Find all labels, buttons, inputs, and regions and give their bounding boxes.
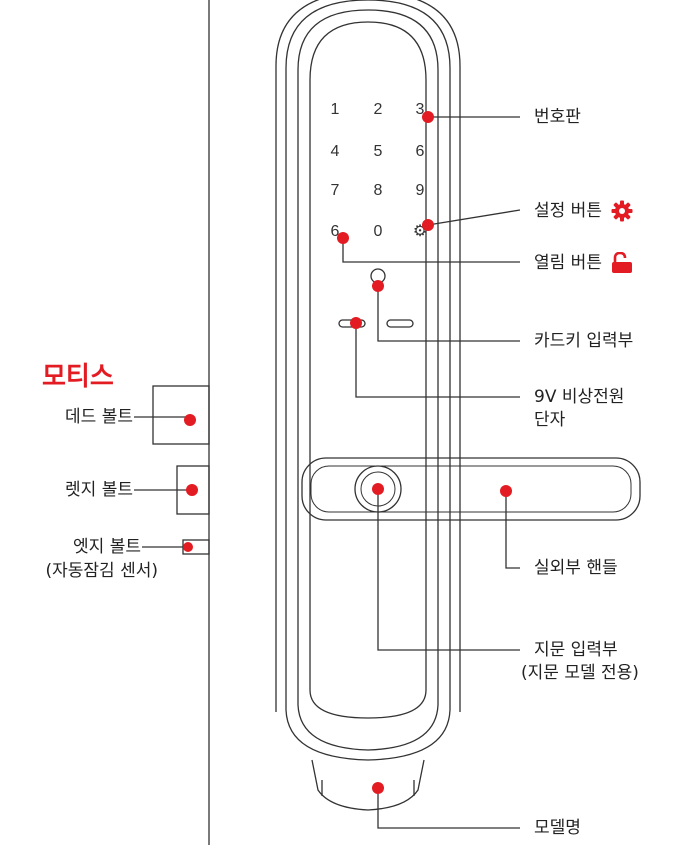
keypad-key[interactable]: 8	[374, 182, 383, 199]
label-battery-terminal-line2: 단자	[534, 410, 566, 430]
label-fingerprint-line2: (지문 모델 전용)	[521, 663, 639, 683]
label-model-name: 모델명	[534, 818, 581, 838]
label-open-button: 열림 버튼	[534, 252, 633, 274]
marker-open	[337, 232, 349, 244]
label-open-button-text: 열림 버튼	[534, 253, 602, 273]
keypad-key[interactable]: 0	[374, 223, 383, 240]
marker-fingerprint	[372, 483, 384, 495]
battery-terminal-right	[386, 319, 414, 328]
keypad-key[interactable]: 1	[331, 101, 340, 118]
gear-icon	[611, 200, 633, 222]
label-keypad: 번호판	[534, 107, 581, 127]
marker-deadbolt	[184, 414, 196, 426]
keypad-key[interactable]: 9	[416, 182, 425, 199]
marker-handle	[500, 485, 512, 497]
marker-card	[372, 280, 384, 292]
marker-model	[372, 782, 384, 794]
keypad-key[interactable]: 5	[374, 143, 383, 160]
outdoor-handle-inner	[310, 465, 632, 513]
marker-latch	[186, 484, 198, 496]
brand-title: 모티스	[42, 362, 114, 392]
marker-keypad	[422, 111, 434, 123]
label-fingerprint-line1: 지문 입력부	[534, 640, 618, 660]
keypad-key[interactable]: 3	[416, 101, 425, 118]
unlock-icon	[612, 252, 633, 273]
label-card-reader: 카드키 입력부	[534, 331, 634, 351]
keypad-key[interactable]: 2	[374, 101, 383, 118]
label-settings-button: 설정 버튼	[534, 200, 633, 222]
marker-edge	[183, 542, 193, 552]
keypad: 1 2 3 4 5 6 7 8 9 6 0 ⚙	[331, 101, 428, 240]
keypad-key[interactable]: 6	[331, 223, 340, 240]
keypad-key[interactable]: 4	[331, 143, 340, 160]
outdoor-handle[interactable]	[301, 457, 641, 521]
keypad-key[interactable]: 7	[331, 182, 340, 199]
lock-body	[275, 0, 461, 811]
label-settings-button-text: 설정 버튼	[534, 201, 602, 221]
keypad-key[interactable]: 6	[416, 143, 425, 160]
leader-lines	[134, 116, 521, 829]
marker-dots	[183, 111, 512, 794]
marker-settings	[422, 219, 434, 231]
label-latch-bolt: 렛지 볼트	[65, 480, 133, 500]
label-deadbolt: 데드 볼트	[65, 407, 133, 427]
marker-battery	[350, 317, 362, 329]
label-outdoor-handle: 실외부 핸들	[534, 558, 618, 578]
deadbolt	[152, 385, 210, 445]
label-edge-bolt-note: (자동잠김 센서)	[45, 561, 158, 581]
label-battery-terminal-line1: 9V 비상전원	[534, 387, 625, 407]
label-edge-bolt: 엣지 볼트	[73, 537, 141, 557]
